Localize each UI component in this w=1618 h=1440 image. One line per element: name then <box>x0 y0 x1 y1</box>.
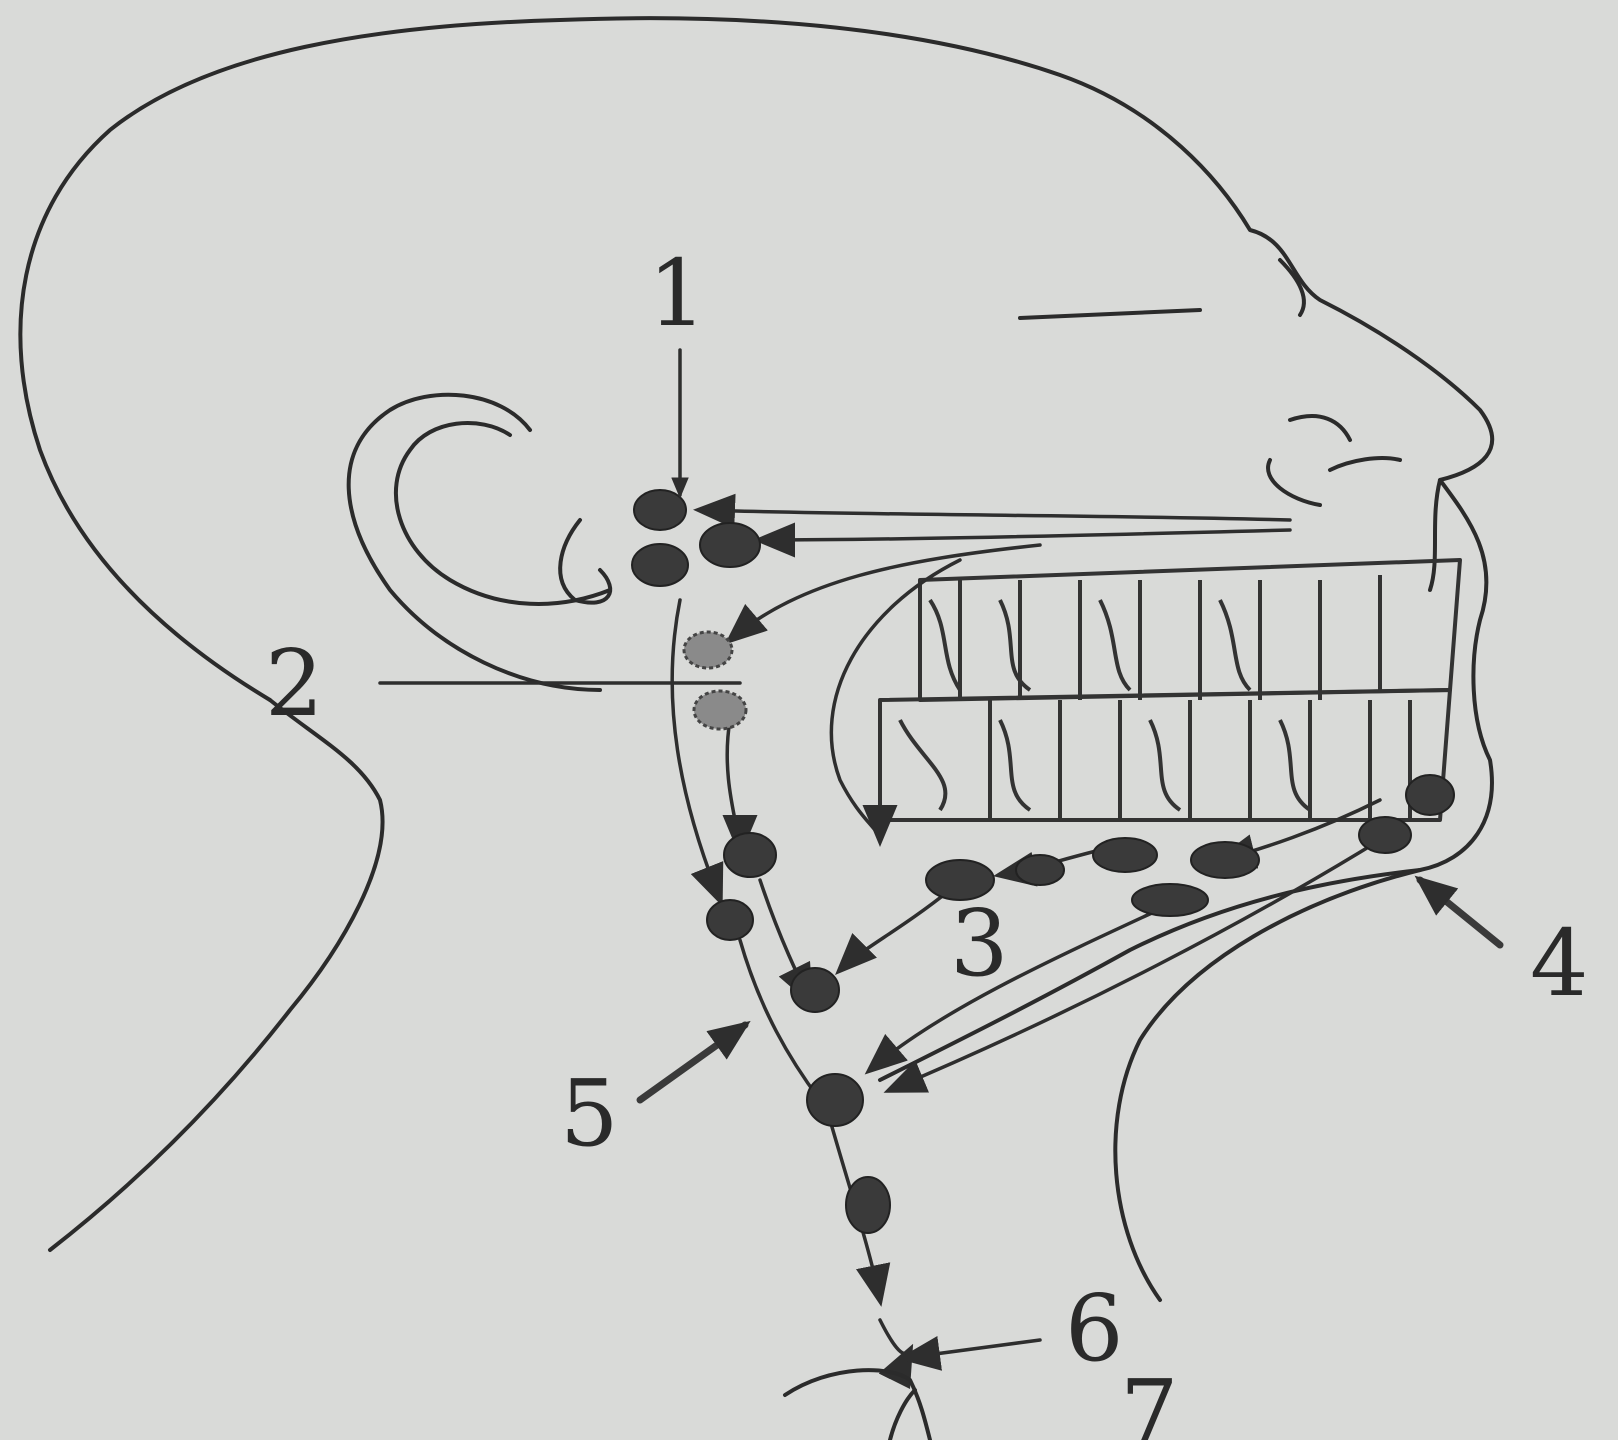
ear-canal <box>560 520 610 603</box>
lymph-vessels <box>672 510 1380 1354</box>
ear-outline <box>349 395 600 690</box>
lymph-nodes <box>632 490 1454 1233</box>
label-4: 4 <box>1530 910 1589 1017</box>
teeth <box>880 560 1460 820</box>
label-1: 1 <box>648 240 707 347</box>
ear-inner <box>396 423 610 604</box>
eyebrow <box>1020 310 1200 318</box>
label-6: 6 <box>1065 1275 1124 1382</box>
label-5: 5 <box>560 1060 619 1167</box>
back-of-neck <box>50 700 383 1250</box>
label-2: 2 <box>265 630 324 737</box>
label-3: 3 <box>950 890 1009 997</box>
nostril <box>1268 416 1400 505</box>
head-outline <box>20 18 1492 700</box>
label-7: 7 <box>1120 1360 1179 1440</box>
